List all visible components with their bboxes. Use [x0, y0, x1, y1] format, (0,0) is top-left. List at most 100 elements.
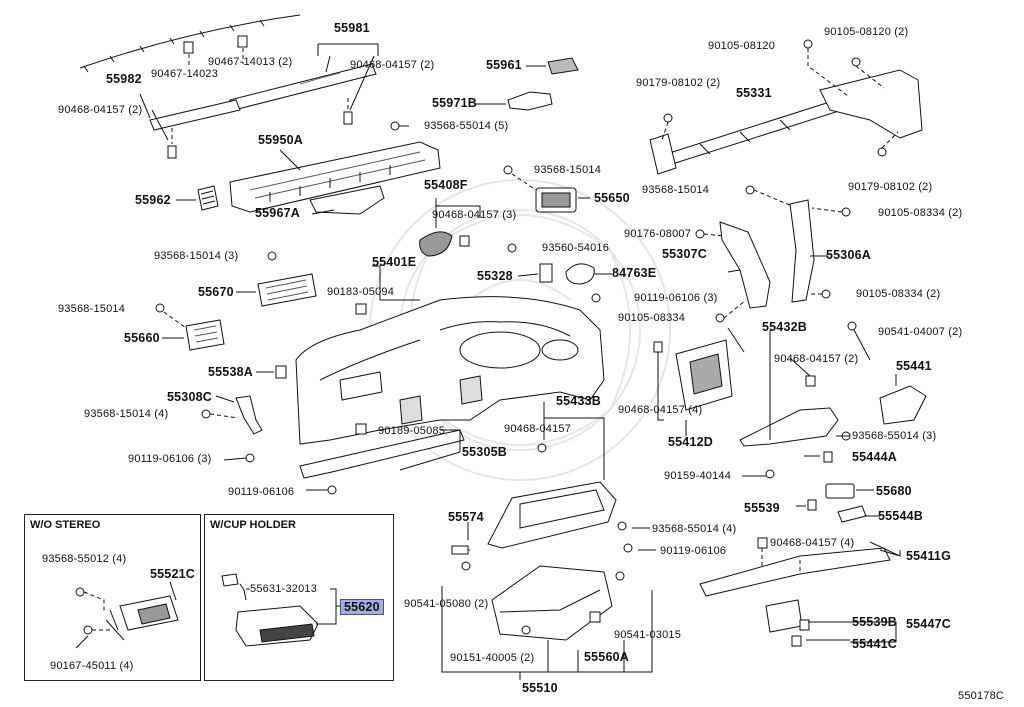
- label-90467-14013-2: 90467-14013 (2): [208, 56, 293, 68]
- label-55432B: 55432B: [762, 320, 807, 334]
- label-55620-highlighted[interactable]: 55620: [340, 599, 384, 615]
- label-93568-15014-a: 93568-15014: [534, 164, 602, 176]
- label-55510: 55510: [522, 681, 558, 695]
- label-90105-08120: 90105-08120: [708, 40, 776, 52]
- label-55408F: 55408F: [424, 178, 468, 192]
- label-90189-05085: 90189-05085: [378, 425, 446, 437]
- label-55971B: 55971B: [432, 96, 477, 110]
- label-90541-05080-2: 90541-05080 (2): [404, 598, 489, 610]
- label-55574: 55574: [448, 510, 484, 524]
- inset-w-cup-holder: [204, 514, 394, 681]
- label-55433B: 55433B: [556, 394, 601, 408]
- label-55660: 55660: [124, 331, 160, 345]
- part-55328: [539, 263, 553, 283]
- label-55447C: 55447C: [906, 617, 951, 631]
- part-55401E: [295, 296, 605, 445]
- label-55411G: 55411G: [906, 549, 951, 563]
- part-55971B: [507, 91, 553, 111]
- label-55444A: 55444A: [852, 450, 897, 464]
- label-55441: 55441: [896, 359, 932, 373]
- clip-90467-14013: [237, 35, 248, 48]
- label-55670: 55670: [198, 285, 234, 299]
- part-55308C: [235, 395, 263, 435]
- part-55670: [257, 273, 317, 307]
- clip-90468-a: [343, 111, 353, 125]
- label-90167-45011-4: 90167-45011 (4): [50, 660, 134, 672]
- part-55680: [825, 483, 855, 499]
- label-93560-54016: 93560-54016: [542, 242, 610, 254]
- part-55538A: [275, 365, 287, 379]
- part-55305B: [299, 429, 465, 479]
- label-55560A: 55560A: [584, 650, 629, 664]
- inset-w-cup-holder-title: W/CUP HOLDER: [210, 519, 296, 531]
- windshield-edge: [79, 14, 301, 69]
- part-55967A: [309, 185, 385, 215]
- label-84763E: 84763E: [612, 266, 657, 280]
- label-55412D: 55412D: [668, 435, 713, 449]
- label-55538A: 55538A: [208, 365, 253, 379]
- part-55433B: [487, 481, 617, 549]
- inset-wo-stereo: [24, 514, 201, 681]
- part-55510: [491, 565, 613, 641]
- clip-90468-b: [167, 145, 177, 159]
- label-55950A: 55950A: [258, 133, 303, 147]
- part-55307C: [719, 221, 771, 309]
- label-55539: 55539: [744, 501, 780, 515]
- label-90159-40144: 90159-40144: [664, 470, 732, 482]
- label-90105-08334-2-b: 90105-08334 (2): [856, 288, 941, 300]
- label-90105-08334-2-a: 90105-08334 (2): [878, 207, 963, 219]
- label-55328: 55328: [477, 269, 513, 283]
- label-55539B: 55539B: [852, 615, 897, 629]
- label-93568-15014-3: 93568-15014 (3): [154, 250, 239, 262]
- screw-93568-55014-5: [390, 121, 409, 131]
- label-90179-08102-2-b: 90179-08102 (2): [848, 181, 933, 193]
- label-55981: 55981: [334, 21, 370, 35]
- part-55539: [807, 499, 817, 511]
- part-55306A: [789, 199, 815, 303]
- label-90468-04157-3: 90468-04157 (3): [432, 209, 517, 221]
- label-55331: 55331: [736, 86, 772, 100]
- label-90179-08102-2-a: 90179-08102 (2): [636, 77, 721, 89]
- part-84763E: [565, 263, 595, 285]
- label-93568-15014-c: 93568-15014: [642, 184, 710, 196]
- label-90468-04157-2-a: 90468-04157 (2): [350, 59, 435, 71]
- label-90119-06106-3-b: 90119-06106 (3): [128, 453, 212, 465]
- label-55962: 55962: [135, 193, 171, 207]
- label-90105-08120-2: 90105-08120 (2): [824, 26, 909, 38]
- clip-90183: [355, 303, 367, 315]
- part-55544B: [837, 505, 867, 523]
- label-93568-55012-4: 93568-55012 (4): [42, 553, 127, 565]
- label-90467-14023: 90467-14023: [151, 68, 219, 80]
- label-90468-04157-4-a: 90468-04157 (4): [618, 404, 703, 416]
- label-55961: 55961: [486, 58, 522, 72]
- label-90468-04157: 90468-04157: [504, 423, 572, 435]
- label-55308C: 55308C: [167, 390, 212, 404]
- label-90151-40005-2: 90151-40005 (2): [450, 652, 535, 664]
- label-90119-06106-a: 90119-06106: [228, 486, 295, 498]
- label-55401E: 55401E: [372, 255, 417, 269]
- label-90119-06106-3-a: 90119-06106 (3): [634, 292, 718, 304]
- label-55305B: 55305B: [462, 445, 507, 459]
- part-55441: [879, 385, 927, 425]
- label-90468-04157-2-b: 90468-04157 (2): [58, 104, 143, 116]
- part-55650: [535, 187, 577, 213]
- part-55432B: [739, 407, 839, 447]
- label-93568-15014-b: 93568-15014: [58, 303, 126, 315]
- clip-90467-14023: [183, 41, 194, 54]
- label-55441C: 55441C: [852, 637, 897, 651]
- part-55411G: [699, 547, 891, 597]
- label-90176-08007: 90176-08007: [624, 228, 692, 240]
- diagram-reference-number: 550178C: [958, 690, 1005, 702]
- label-55650: 55650: [594, 191, 630, 205]
- label-90541-04007-2: 90541-04007 (2): [878, 326, 963, 338]
- label-55544B: 55544B: [878, 509, 923, 523]
- label-55306A: 55306A: [826, 248, 871, 262]
- part-55408F: [419, 231, 453, 257]
- label-93568-15014-4: 93568-15014 (4): [84, 408, 169, 420]
- part-55331: [649, 69, 923, 175]
- label-90541-03015: 90541-03015: [614, 629, 682, 641]
- label-90183-05094: 90183-05094: [327, 286, 395, 298]
- inset-wo-stereo-title: W/O STEREO: [30, 519, 101, 531]
- label-93568-55014-5: 93568-55014 (5): [424, 120, 509, 132]
